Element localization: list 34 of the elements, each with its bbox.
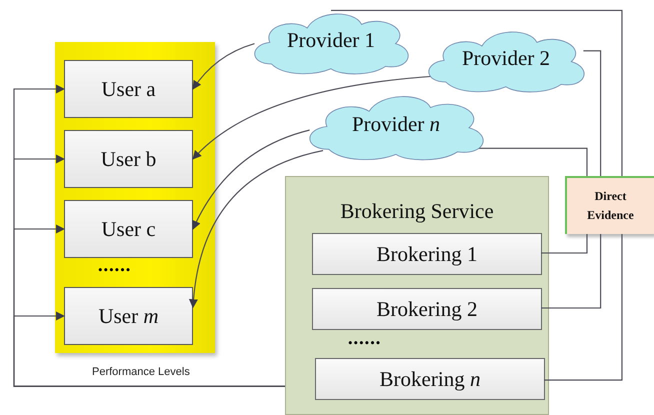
connector-line	[544, 234, 622, 381]
arrow	[192, 130, 310, 230]
ellipsis-dots: ••••••	[348, 335, 382, 351]
node-label: Brokering n	[380, 366, 480, 392]
user-group-panel	[55, 42, 215, 353]
arrow	[13, 312, 285, 387]
user-box	[64, 287, 193, 345]
user-box	[64, 200, 193, 258]
edge-label: Performance Levels	[90, 366, 192, 378]
brokering-box	[312, 288, 542, 330]
node-label: Brokering 1	[376, 242, 478, 266]
brokering-box	[315, 358, 545, 400]
arrow	[189, 150, 324, 308]
node-label: User c	[101, 216, 156, 242]
node-label: Provider 2	[462, 46, 550, 70]
ellipsis-dots: ••••••	[98, 262, 132, 278]
panel-heading: Brokering Service	[340, 199, 494, 224]
node-label: Provider n	[352, 112, 440, 136]
user-box	[64, 130, 193, 188]
node-label: User b	[100, 146, 156, 172]
connector-line	[331, 10, 622, 176]
node-label: User a	[101, 76, 156, 102]
node-label: Brokering 2	[376, 296, 478, 322]
connector-line	[541, 234, 588, 254]
connector-line	[541, 234, 602, 309]
node-label: User m	[98, 304, 159, 328]
connector-line	[583, 50, 602, 176]
node-label: Direct Evidence	[586, 188, 635, 224]
arrow	[192, 43, 255, 90]
user-box	[64, 60, 193, 118]
brokering-box	[312, 233, 542, 275]
node-label: Provider 1	[286, 28, 376, 52]
evidence-box	[565, 176, 654, 234]
service-panel	[285, 176, 549, 415]
